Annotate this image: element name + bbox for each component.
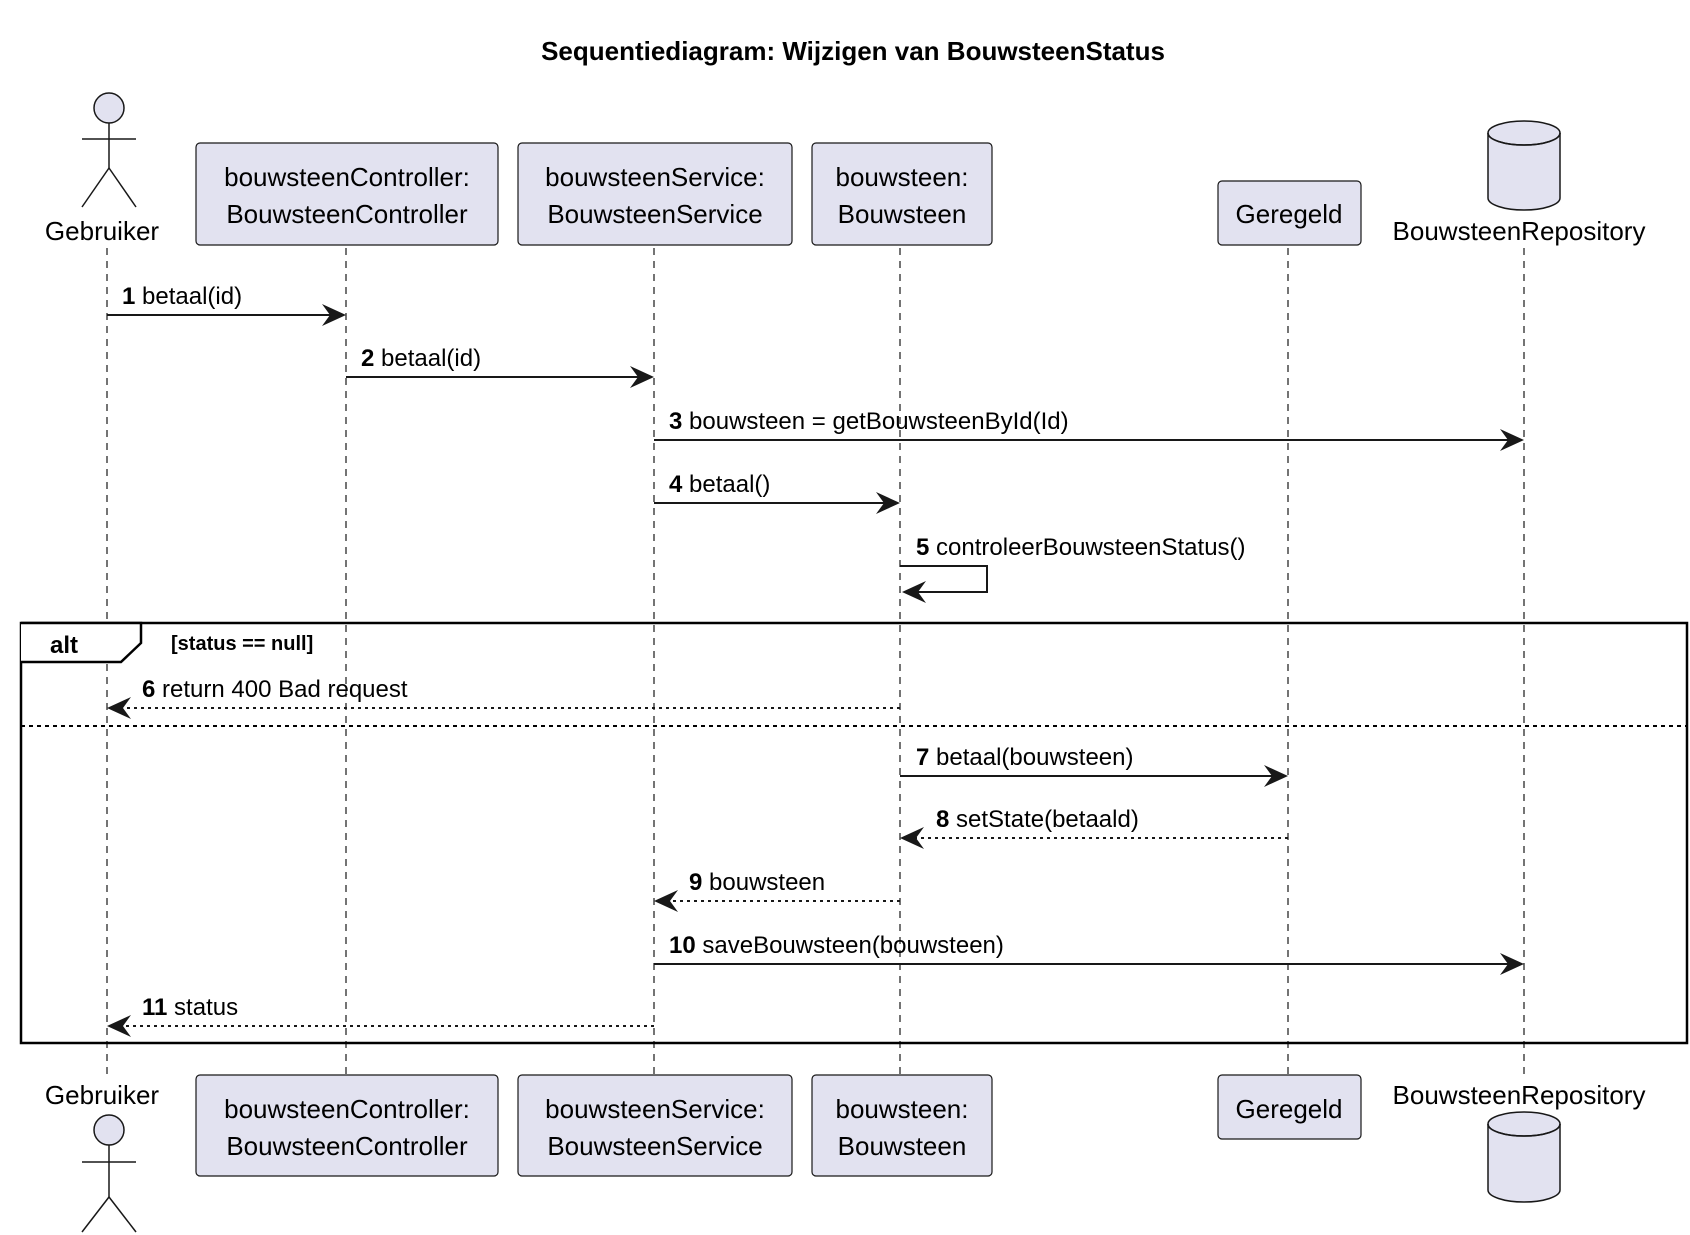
- alt-label: alt: [50, 632, 78, 659]
- arrowhead: [1500, 953, 1524, 975]
- message-number: 8: [936, 806, 949, 833]
- participant-controller-line2: BouwsteenController: [226, 199, 468, 229]
- message-7: 7 betaal(bouwsteen): [900, 744, 1288, 787]
- svg-text:5 controleerBouwsteenStatus(): 5 controleerBouwsteenStatus(): [916, 534, 1246, 561]
- message-number: 4: [669, 471, 683, 498]
- lifelines: [106, 248, 1525, 1075]
- message-text: return 400 Bad request: [162, 676, 408, 703]
- message-text: betaal(id): [381, 345, 481, 372]
- svg-text:1 betaal(id): 1 betaal(id): [122, 283, 242, 310]
- message-number: 6: [142, 676, 155, 703]
- message-3: 3 bouwsteen = getBouwsteenById(Id): [654, 408, 1524, 451]
- arrowhead: [876, 492, 900, 514]
- svg-text:7 betaal(bouwsteen): 7 betaal(bouwsteen): [916, 744, 1134, 771]
- participant-bouwsteen-line2: Bouwsteen: [838, 1131, 967, 1161]
- arrowhead: [322, 304, 346, 326]
- svg-text:9 bouwsteen: 9 bouwsteen: [689, 869, 825, 896]
- message-text: controleerBouwsteenStatus(): [936, 534, 1246, 561]
- svg-text:8 setState(betaald): 8 setState(betaald): [936, 806, 1139, 833]
- message-text: saveBouwsteen(bouwsteen): [702, 932, 1004, 959]
- message-text: betaal(id): [142, 283, 242, 310]
- message-number: 10: [669, 932, 696, 959]
- participant-service-line2: BouwsteenService: [547, 1131, 762, 1161]
- message-4: 4 betaal(): [654, 471, 900, 514]
- participant-bouwsteen-line1: bouwsteen:: [836, 162, 969, 192]
- participant-service-bottom: bouwsteenService: BouwsteenService: [517, 1074, 793, 1177]
- message-6: 6 return 400 Bad request: [107, 676, 900, 719]
- participant-bouwsteen-line2: Bouwsteen: [838, 199, 967, 229]
- svg-text:4 betaal(): 4 betaal(): [669, 471, 770, 498]
- participant-geregeld-bottom: Geregeld: [1217, 1074, 1362, 1140]
- participant-repository-label: BouwsteenRepository: [1393, 1080, 1646, 1110]
- alt-tab: [21, 621, 143, 664]
- participant-controller-line1: bouwsteenController:: [224, 162, 470, 192]
- arrowhead: [630, 366, 654, 388]
- participant-service-line2: BouwsteenService: [547, 199, 762, 229]
- message-1: 1 betaal(id): [107, 283, 346, 326]
- alt-guard: [status == null]: [171, 633, 313, 655]
- participant-controller-line1: bouwsteenController:: [224, 1094, 470, 1124]
- message-text: bouwsteen: [709, 869, 825, 896]
- arrowhead: [902, 581, 926, 603]
- message-10: 10 saveBouwsteen(bouwsteen): [654, 932, 1524, 975]
- arrowhead: [900, 827, 924, 849]
- database-repository-top: BouwsteenRepository: [1393, 120, 1646, 246]
- actor-gebruiker-bottom: Gebruiker: [45, 1080, 159, 1233]
- arrowhead: [1264, 765, 1288, 787]
- arrowhead: [1500, 429, 1524, 451]
- arrowhead: [654, 890, 678, 912]
- message-text: setState(betaald): [956, 806, 1139, 833]
- message-number: 1: [122, 283, 135, 310]
- participant-user-label: Gebruiker: [45, 1080, 159, 1110]
- message-2: 2 betaal(id): [346, 345, 654, 388]
- svg-text:11 status: 11 status: [142, 994, 238, 1021]
- participant-service-line1: bouwsteenService:: [545, 1094, 765, 1124]
- arrowhead: [107, 697, 131, 719]
- message-11: 11 status: [107, 994, 654, 1037]
- participant-bouwsteen-top: bouwsteen: Bouwsteen: [811, 142, 993, 246]
- diagram-title: Sequentiediagram: Wijzigen van Bouwsteen…: [541, 36, 1165, 66]
- message-number: 9: [689, 869, 702, 896]
- participant-controller-line2: BouwsteenController: [226, 1131, 468, 1161]
- participant-service-line1: bouwsteenService:: [545, 162, 765, 192]
- message-number: 11: [142, 994, 167, 1021]
- participant-bouwsteen-line1: bouwsteen:: [836, 1094, 969, 1124]
- alt-frame: [19, 621, 1689, 1045]
- message-9: 9 bouwsteen: [654, 869, 900, 912]
- svg-text:2 betaal(id): 2 betaal(id): [361, 345, 481, 372]
- participant-geregeld-top: Geregeld: [1217, 180, 1362, 246]
- actor-head: [93, 1114, 125, 1146]
- participant-repository-label: BouwsteenRepository: [1393, 216, 1646, 246]
- message-number: 3: [669, 408, 682, 435]
- message-text: betaal(bouwsteen): [936, 744, 1133, 771]
- message-5: 5 controleerBouwsteenStatus(): [900, 534, 1246, 603]
- participant-controller-top: bouwsteenController: BouwsteenController: [195, 142, 499, 246]
- alt-fragment: alt [status == null]: [19, 621, 1689, 1045]
- database-repository-bottom: BouwsteenRepository: [1393, 1080, 1646, 1203]
- message-text: status: [174, 994, 238, 1021]
- message-number: 5: [916, 534, 929, 561]
- actor-gebruiker-top: Gebruiker: [45, 92, 159, 246]
- participant-geregeld-label: Geregeld: [1236, 199, 1343, 229]
- message-number: 2: [361, 345, 374, 372]
- participant-service-top: bouwsteenService: BouwsteenService: [517, 142, 793, 246]
- participant-controller-bottom: bouwsteenController: BouwsteenController: [195, 1074, 499, 1177]
- message-text: bouwsteen = getBouwsteenById(Id): [689, 408, 1069, 435]
- arrowhead: [107, 1015, 131, 1037]
- message-8: 8 setState(betaald): [900, 806, 1288, 849]
- svg-text:6 return 400 Bad request: 6 return 400 Bad request: [142, 676, 408, 703]
- message-text: betaal(): [689, 471, 770, 498]
- svg-text:3 bouwsteen = getBouwsteenById: 3 bouwsteen = getBouwsteenById(Id): [669, 408, 1069, 435]
- svg-text:10 saveBouwsteen(bouwsteen): 10 saveBouwsteen(bouwsteen): [669, 932, 1004, 959]
- participant-geregeld-label: Geregeld: [1236, 1094, 1343, 1124]
- actor-head: [93, 92, 125, 124]
- message-number: 7: [916, 744, 929, 771]
- participant-bouwsteen-bottom: bouwsteen: Bouwsteen: [811, 1074, 993, 1177]
- participant-user-label: Gebruiker: [45, 216, 159, 246]
